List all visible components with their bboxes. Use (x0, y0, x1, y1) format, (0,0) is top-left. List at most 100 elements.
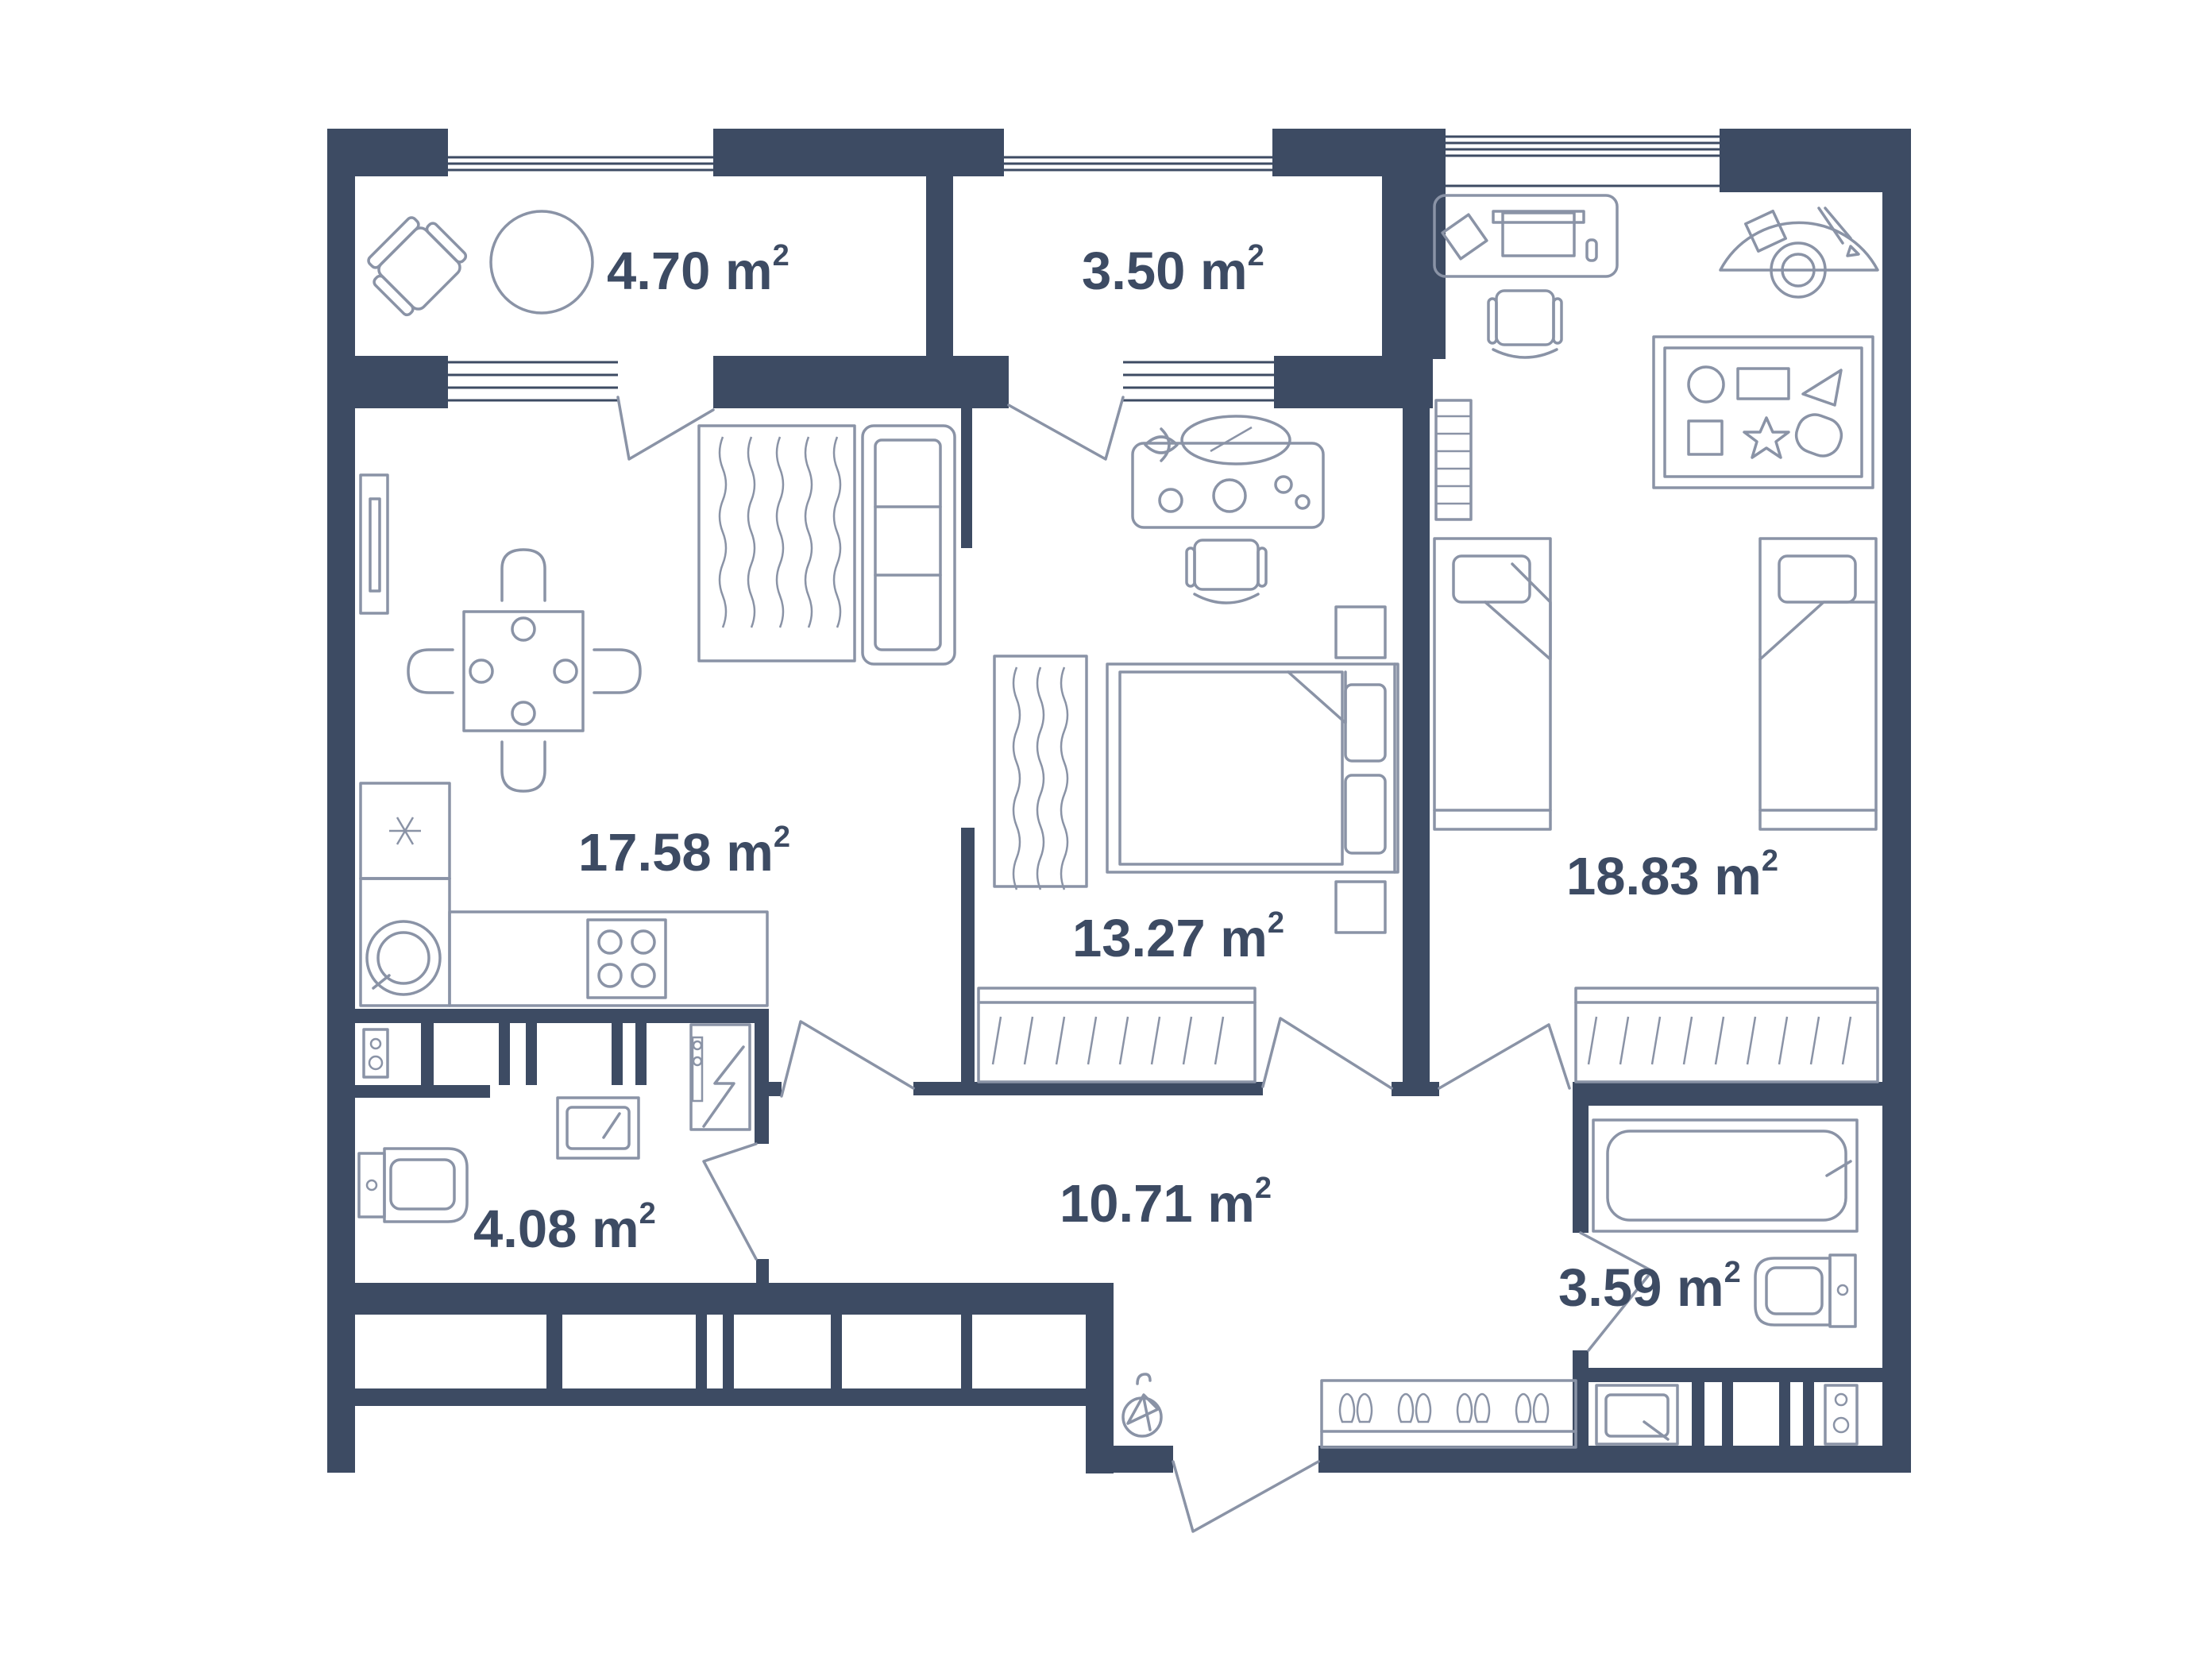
window-top-1 (448, 156, 713, 172)
dining-table-icon (462, 610, 585, 732)
stove-icon (586, 918, 667, 999)
tv-icon (359, 473, 389, 615)
wall-top-2 (713, 129, 1004, 176)
wall-top-4 (1720, 129, 1911, 192)
windows (448, 135, 1720, 402)
kitchen-strip-1 (421, 1023, 434, 1085)
wall-kids-left (1403, 357, 1430, 1093)
storage-divider-2 (696, 1315, 707, 1388)
wall-entry-left-bottom (1086, 1446, 1173, 1473)
kitchen-strip-2 (499, 1023, 510, 1085)
window-mid-2 (1123, 361, 1274, 402)
wall-bath-right-mid (1589, 1368, 1882, 1382)
bathtub-icon (1592, 1118, 1859, 1233)
window-top-3 (1446, 135, 1720, 187)
area-label-kitchen-living: 17.58 m2 (578, 821, 790, 883)
area-label-balcony-middle: 3.50 m2 (1082, 239, 1264, 301)
area-label-kids-room: 18.83 m2 (1566, 844, 1778, 906)
door-entrance (1172, 1460, 1320, 1533)
play-corner-icon (1719, 207, 1879, 299)
door-kitchen (780, 1020, 915, 1098)
area-label-bedroom: 13.27 m2 (1072, 906, 1284, 968)
door-balcony-left (616, 396, 715, 461)
desk-icon (1131, 415, 1325, 529)
shoe-rack-icon (1320, 1379, 1577, 1449)
sink-icon (556, 1096, 640, 1160)
bath-strip-1 (1692, 1382, 1704, 1446)
umbrella-stand-icon (1121, 1373, 1163, 1438)
wall-mid-2 (713, 356, 1009, 408)
door-bedroom (1261, 1017, 1393, 1090)
wall-partition-lower (961, 828, 975, 1094)
wall-balcony-divider (926, 176, 953, 357)
rug-icon (697, 424, 856, 662)
kitchen-strip-3 (526, 1023, 537, 1085)
storage-divider-4 (831, 1315, 842, 1388)
area-label-balcony-left: 4.70 m2 (607, 239, 789, 301)
wall-partition-upper (961, 408, 972, 548)
desk-icon (1433, 194, 1619, 278)
door-bathroom (702, 1142, 758, 1261)
storage-divider-3 (723, 1315, 734, 1388)
washing-machine-icon (1824, 1384, 1859, 1446)
washing-machine-icon (362, 1028, 389, 1079)
wardrobe-icon (1574, 987, 1879, 1083)
wall-storage-bottom2 (355, 1388, 1086, 1406)
window-mid-1 (448, 361, 618, 402)
wall-outer-left (327, 129, 355, 1473)
wall-bottom-right (1318, 1446, 1911, 1473)
chair-icon (1185, 539, 1268, 604)
storage-divider-5 (961, 1315, 972, 1388)
wall-entry-left (1086, 1283, 1114, 1473)
water-heater-icon (689, 1023, 751, 1131)
round-table-icon (489, 210, 594, 315)
wall-kitchen-bottom (355, 1009, 768, 1023)
area-label-hallway: 10.71 m2 (1060, 1172, 1272, 1234)
area-label-bathroom-right: 3.59 m2 (1558, 1256, 1741, 1318)
toilet-icon (357, 1147, 469, 1223)
kitchen-counter (359, 877, 769, 1007)
bed-icon (1106, 662, 1399, 874)
door-kids (1438, 1023, 1571, 1090)
wall-bath-left-stub (769, 1082, 782, 1096)
area-label-bathroom-left: 4.08 m2 (473, 1197, 656, 1259)
wall-bath-left-right (755, 1009, 769, 1144)
window-top-2 (1004, 156, 1272, 172)
wall-mid-3 (1274, 356, 1433, 408)
wall-mid-1 (327, 356, 448, 408)
wall-bedroom-bottom (913, 1082, 1263, 1095)
wall-storage-top (355, 1283, 1114, 1315)
wall-bath-right-top (1573, 1082, 1911, 1106)
wall-bath-right-left (1573, 1106, 1589, 1233)
kitchen-strip-5 (635, 1023, 647, 1085)
doors (616, 396, 1654, 1533)
sofa-icon (861, 424, 956, 666)
bath-strip-3 (1779, 1382, 1790, 1446)
kitchen-strip-4 (612, 1023, 623, 1085)
wall-storage-bottom (355, 1085, 490, 1098)
door-balcony-middle (1007, 396, 1125, 461)
wall-top-1 (327, 129, 448, 176)
armchair-icon (367, 216, 468, 317)
nightstand-icon (1334, 880, 1387, 934)
toilet-icon (1754, 1253, 1857, 1328)
wall-outer-right (1882, 129, 1911, 1473)
chair-icon (1487, 289, 1563, 359)
bath-strip-4 (1803, 1382, 1814, 1446)
rug-icon (993, 655, 1088, 890)
nightstand-icon (1334, 605, 1387, 659)
walls (327, 129, 1911, 1473)
bookshelf-icon (1434, 399, 1473, 521)
fridge-icon (359, 782, 451, 880)
bed-icon (1433, 537, 1552, 831)
play-mat-icon (1652, 335, 1874, 489)
wardrobe-icon (977, 987, 1257, 1083)
wall-top-3 (1272, 129, 1446, 176)
sink-icon (1595, 1384, 1679, 1446)
area-labels: 4.70 m2 3.50 m2 17.58 m2 13.27 m2 18.83 … (473, 239, 1778, 1318)
wall-kids-bottom-stub (1392, 1082, 1439, 1096)
storage-divider-1 (546, 1315, 562, 1388)
door-bath-right (1579, 1231, 1654, 1352)
chair-icon (407, 548, 642, 793)
